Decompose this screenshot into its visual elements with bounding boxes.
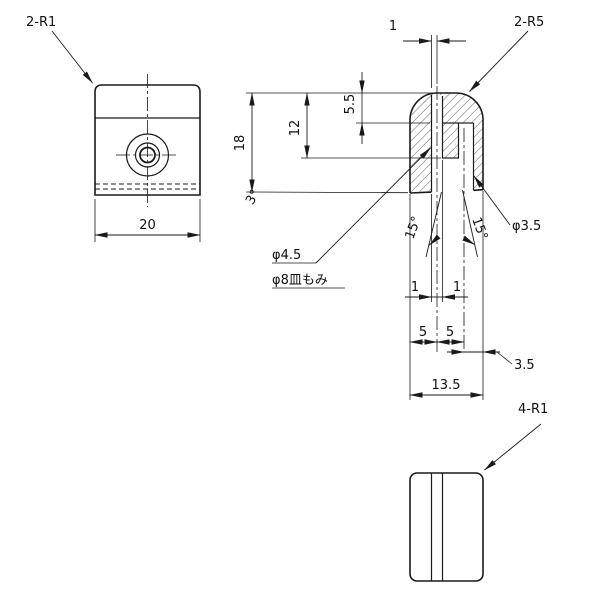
counterbore-circle: [125, 133, 170, 177]
taper-line-right: [462, 189, 478, 258]
slot-width-dimensions: 1 1: [405, 160, 468, 302]
hole-dia-text: φ3.5: [512, 219, 541, 234]
depth-dim-text: 12: [288, 120, 303, 137]
total-depth-dimension: 13.5: [409, 378, 484, 398]
upper-depth-dimension: 5.5: [343, 72, 430, 144]
section-island: [441, 122, 460, 159]
width-dim-text: 20: [139, 218, 156, 233]
counterbore-note-line2: φ8皿もみ: [272, 273, 328, 288]
taper-arc-left: [429, 234, 441, 246]
counterbore-note-line1: φ4.5: [272, 248, 301, 263]
side-section-view: 15° 15°: [403, 86, 490, 352]
side-radius-leader: 2-R5: [469, 15, 544, 92]
taper-line-left: [425, 191, 442, 258]
edge-dimension: 3.5: [447, 191, 535, 400]
taper-arc-right: [462, 235, 475, 245]
bottom-view: [409, 472, 484, 582]
upper-depth-dim-text: 5.5: [343, 94, 358, 115]
depth-dimension: 12: [288, 92, 441, 159]
front-radius-label: 2-R1: [26, 15, 56, 30]
bottom-outline: [409, 472, 484, 582]
bottom-radius-label: 4-R1: [518, 402, 548, 417]
slot-right-dim-text: 1: [453, 280, 461, 295]
bottom-radius-leader: 4-R1: [484, 402, 548, 471]
pitch-right-dim-text: 5: [446, 325, 454, 340]
top-offset-dimension: 1: [389, 19, 466, 88]
front-width-dimension: 20: [94, 199, 201, 242]
edge-dim-text: 3.5: [514, 358, 535, 373]
counterbore-note: φ4.5 φ8皿もみ: [272, 147, 431, 289]
top-offset-dim-text: 1: [389, 19, 397, 34]
inner-hole-circle: [139, 146, 156, 164]
hole-dia-leader: φ3.5: [473, 175, 541, 234]
right-taper-angle-text: 15°: [468, 215, 490, 242]
side-radius-label: 2-R5: [514, 15, 544, 30]
front-view: [94, 74, 201, 207]
hole-circle: [134, 142, 161, 168]
slot-left-dim-text: 1: [411, 280, 419, 295]
front-radius-leader: 2-R1: [26, 15, 93, 84]
pitch-dimensions: 5 5: [409, 194, 465, 400]
pitch-left-dim-text: 5: [419, 325, 427, 340]
total-depth-dim-text: 13.5: [432, 378, 461, 393]
height-dimension: 18 3°: [233, 92, 432, 208]
draft-angle-text: 3°: [243, 187, 263, 207]
left-taper-angle-text: 15°: [403, 214, 425, 241]
side-outline: [409, 92, 484, 193]
height-dim-text: 18: [233, 135, 248, 152]
front-outline: [94, 84, 201, 196]
